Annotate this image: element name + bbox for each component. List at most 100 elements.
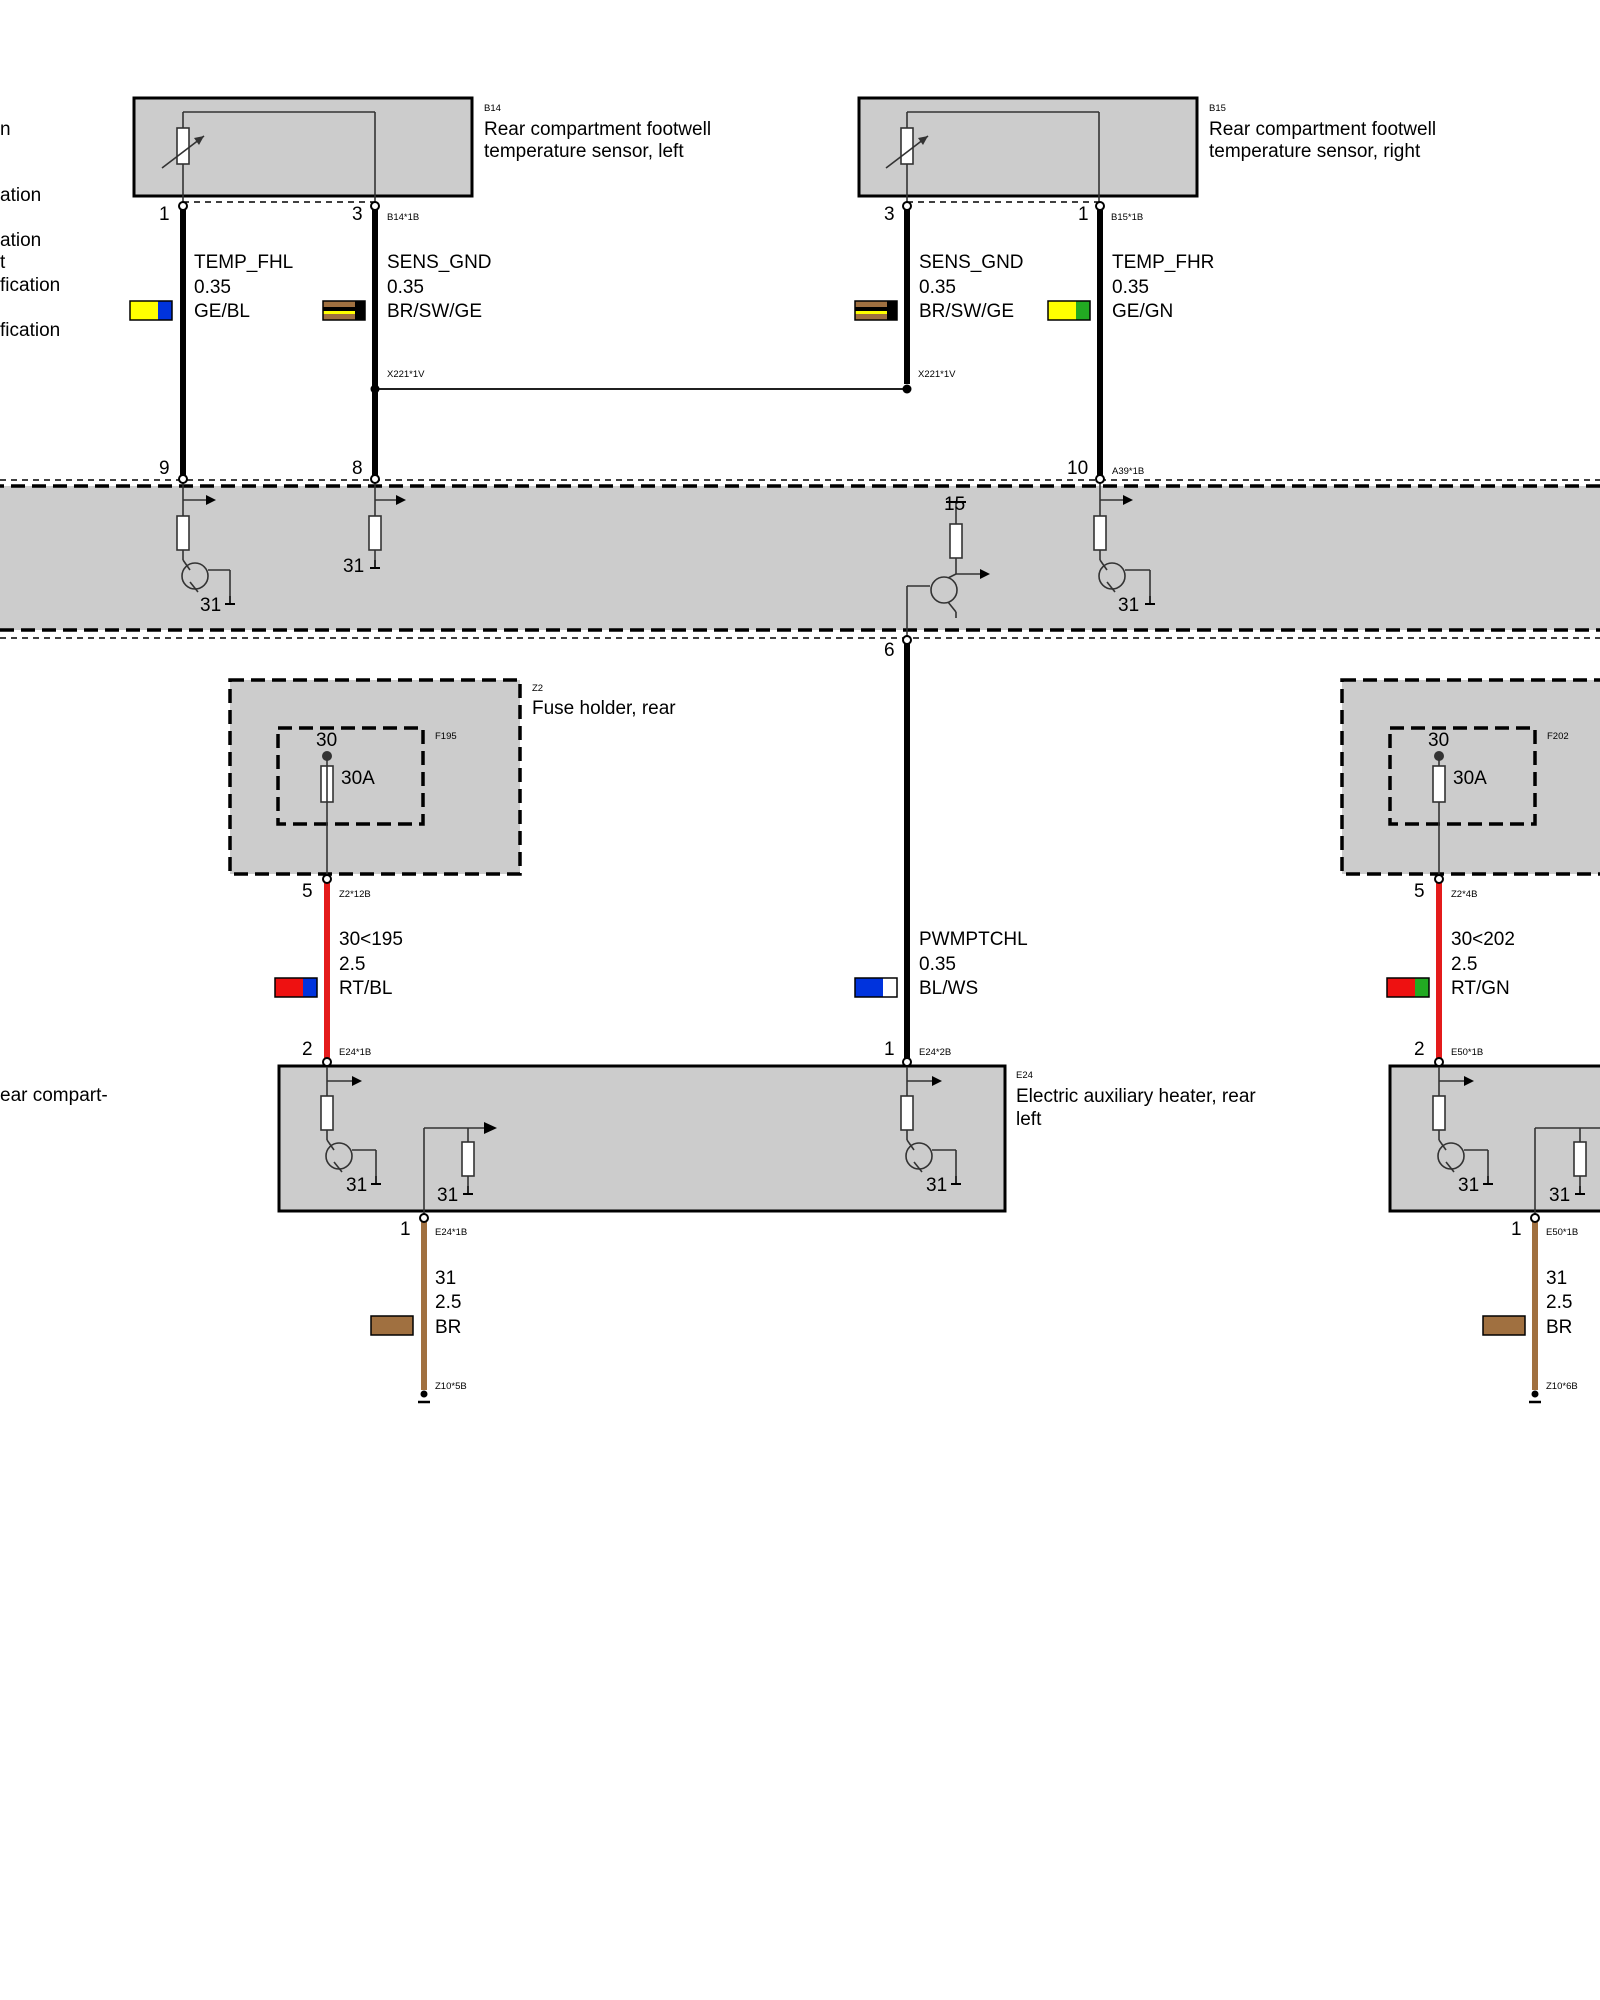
wire-signal: 31 xyxy=(1546,1268,1567,1289)
ground-label: 31 xyxy=(1458,1175,1479,1196)
wire-signal: 31 xyxy=(435,1268,456,1289)
margin-text: ation xyxy=(0,185,41,206)
input-circuit: 31 xyxy=(1093,478,1156,616)
component-name: Rear compartment footwell xyxy=(484,119,711,140)
pin-number: 5 xyxy=(1414,881,1425,902)
wire-sens-gnd-right: 3 SENS_GND 0.35 BR/SW/GE xyxy=(854,204,1024,384)
wire-signal: SENS_GND xyxy=(919,252,1024,273)
wire-pwmptchl: 6 1 PWMPTCHL 0.35 BL/WS xyxy=(854,640,1028,1060)
component-name: temperature sensor, right xyxy=(1209,141,1421,162)
fuse-terminal: 30 xyxy=(316,730,337,751)
wire-temp-fhr: 1 10 TEMP_FHR 0.35 GE/GN xyxy=(1047,204,1214,479)
fuse-rating: 30A xyxy=(1453,768,1487,789)
wire-signal: TEMP_FHR xyxy=(1112,252,1214,273)
wire-color: BR xyxy=(1546,1317,1572,1338)
ground-label: 31 xyxy=(343,556,364,577)
fuse-code: F195 xyxy=(435,731,457,742)
color-swatch xyxy=(322,300,366,321)
control-module-a39: A39*1B 31 31 xyxy=(0,466,1600,640)
color-swatch xyxy=(274,977,318,998)
connector-code: B15*1B xyxy=(1111,212,1143,223)
pin-dots xyxy=(178,201,1540,1223)
wire-size: 2.5 xyxy=(1546,1292,1572,1313)
left-margin-notes: n ation ation t fication fication ear co… xyxy=(0,119,108,1106)
wire-signal: 30<202 xyxy=(1451,929,1515,950)
ground-label: 31 xyxy=(437,1185,458,1206)
splice-x221: X221*1V X221*1V xyxy=(370,369,956,394)
wire-signal: TEMP_FHL xyxy=(194,252,293,273)
wire-color: BL/WS xyxy=(919,978,978,999)
pin-number: 2 xyxy=(302,1039,313,1060)
connector-code: E24*1B xyxy=(339,1047,371,1058)
color-swatch xyxy=(370,1315,414,1336)
margin-text: ation xyxy=(0,230,41,251)
connector-code: B14*1B xyxy=(387,212,419,223)
input-circuit: 31 xyxy=(176,478,236,616)
wire-temp-fhl: 1 9 TEMP_FHL 0.35 GE/BL xyxy=(129,204,293,479)
splice-code: X221*1V xyxy=(918,369,956,380)
margin-text: ear compart- xyxy=(0,1085,108,1106)
ground-label: 31 xyxy=(1549,1185,1570,1206)
color-swatch xyxy=(854,300,898,321)
margin-text: fication xyxy=(0,320,60,341)
fuse-holder-z2-left: Z2 Fuse holder, rear F195 30 30A xyxy=(228,678,676,878)
heater-e24: E24*1B E24*2B E24 Electric auxiliary hea… xyxy=(277,1047,1256,1221)
wire-color: BR/SW/GE xyxy=(919,301,1014,322)
sensor-b15: B15 Rear compartment footwell temperatur… xyxy=(857,96,1436,223)
wire-gnd-right: 1 E50*1B 31 2.5 BR Z10*6B xyxy=(1482,1219,1578,1404)
connector-code: A39*1B xyxy=(1112,466,1144,477)
ground-label: 31 xyxy=(346,1175,367,1196)
component-code: E24 xyxy=(1016,1070,1033,1081)
pin-number: 1 xyxy=(159,204,170,225)
wire-size: 0.35 xyxy=(1112,277,1149,298)
component-code: Z2 xyxy=(532,683,543,694)
ground-label: 31 xyxy=(200,595,221,616)
margin-text: n xyxy=(0,119,11,140)
component-code: B15 xyxy=(1209,103,1226,114)
wire-size: 2.5 xyxy=(339,954,365,975)
sensor-b14: B14 Rear compartment footwell temperatur… xyxy=(132,96,711,223)
pin-number: 9 xyxy=(159,458,170,479)
ground-label: 31 xyxy=(926,1175,947,1196)
connector-code: Z2*4B xyxy=(1451,889,1477,900)
connector-code: E24*2B xyxy=(919,1047,951,1058)
component-code: B14 xyxy=(484,103,501,114)
wire-color: GE/BL xyxy=(194,301,250,322)
wire-signal: SENS_GND xyxy=(387,252,492,273)
wire-color: RT/BL xyxy=(339,978,393,999)
connector-code: Z10*5B xyxy=(435,1381,467,1392)
color-swatch xyxy=(854,977,898,998)
wire-color: BR xyxy=(435,1317,461,1338)
component-name: Rear compartment footwell xyxy=(1209,119,1436,140)
pin-number: 2 xyxy=(1414,1039,1425,1060)
wire-size: 0.35 xyxy=(194,277,231,298)
color-swatch xyxy=(1047,300,1091,321)
output-circuit: 15 xyxy=(906,494,990,640)
supply-label: 15 xyxy=(944,494,965,515)
wire-gnd-left: 1 E24*1B 31 2.5 BR Z10*5B xyxy=(370,1219,467,1404)
fuse-holder-z2-right: F202 30 30A xyxy=(1340,678,1600,878)
splice-code: X221*1V xyxy=(387,369,425,380)
fuse-rating: 30A xyxy=(341,768,375,789)
component-name: Fuse holder, rear xyxy=(532,698,676,719)
wire-color: GE/GN xyxy=(1112,301,1173,322)
wire-size: 0.35 xyxy=(919,277,956,298)
pin-number: 8 xyxy=(352,458,363,479)
connector-code: E24*1B xyxy=(435,1227,467,1238)
pin-number: 5 xyxy=(302,881,313,902)
wire-color: BR/SW/GE xyxy=(387,301,482,322)
fuse-code: F202 xyxy=(1547,731,1569,742)
component-name: temperature sensor, left xyxy=(484,141,684,162)
wire-size: 0.35 xyxy=(387,277,424,298)
wire-size: 2.5 xyxy=(435,1292,461,1313)
pin-number: 1 xyxy=(400,1219,411,1240)
ground-circuit: 31 xyxy=(343,478,406,577)
wire-color: RT/GN xyxy=(1451,978,1510,999)
heater-e50: E50*1B 31 31 xyxy=(1388,1047,1600,1221)
fuse-terminal: 30 xyxy=(1428,730,1449,751)
pin-number: 3 xyxy=(352,204,363,225)
wire-signal: 30<195 xyxy=(339,929,403,950)
wire-signal: PWMPTCHL xyxy=(919,929,1028,950)
wire-size: 2.5 xyxy=(1451,954,1477,975)
